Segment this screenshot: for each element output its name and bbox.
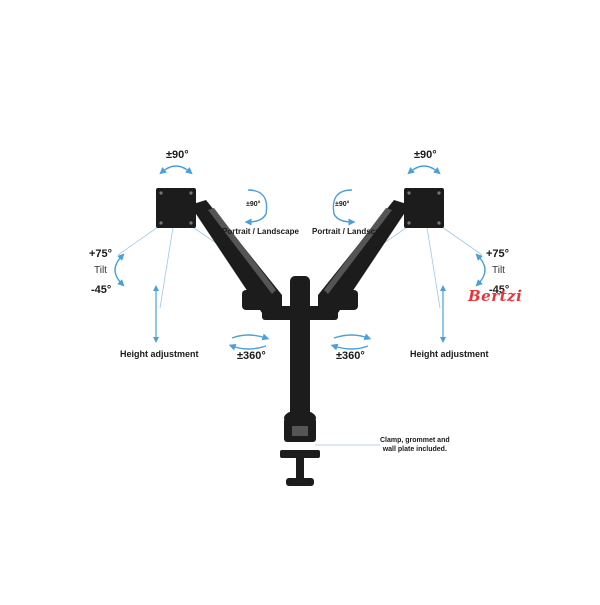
clamp-note: Clamp, grommet and wall plate included. <box>380 436 450 454</box>
clamp-note-line1: Clamp, grommet and <box>380 437 450 444</box>
rotate-label-right: ±90° <box>414 149 437 161</box>
pole <box>290 276 310 426</box>
swivel-arrow-left <box>244 189 268 226</box>
tilt-down-label-right: -45° <box>489 284 510 296</box>
watermark: Bertzi <box>468 287 523 305</box>
vesa-plate-right <box>404 188 444 228</box>
tilt-arrow-left <box>114 253 125 287</box>
tilt-up-label-right: +75° <box>486 248 510 260</box>
vesa-holes <box>159 191 441 225</box>
portrait-landscape-label-left: Portrait / Landscape <box>222 227 299 236</box>
rotate-arrow-right <box>407 165 441 175</box>
rotate360-label-right: ±360° <box>336 350 365 362</box>
tilt-word-left: Tilt <box>94 265 107 276</box>
swivel-arrow-right <box>332 189 356 226</box>
rotate-arrow-left <box>159 165 193 175</box>
rotate-label-left: ±90° <box>166 149 189 161</box>
vesa-plates <box>156 188 444 228</box>
clamp-note-line2: wall plate included. <box>382 446 447 453</box>
tilt-up-label-left: +75° <box>89 248 113 260</box>
arm-left-upper <box>190 200 282 316</box>
mount-arms <box>190 200 410 486</box>
rotate360-arrow-right-bottom <box>330 343 369 351</box>
height-arrows <box>153 285 446 343</box>
swivel-label-left: ±90° <box>246 201 261 208</box>
tilt-arrow-right <box>475 253 486 287</box>
rotate360-label-left: ±360° <box>237 350 266 362</box>
rotate360-arrow-left-top <box>231 333 270 341</box>
height-label-left: Height adjustment <box>120 349 199 359</box>
rotate360-arrow-right-top <box>333 333 372 341</box>
clamp-plate <box>280 450 320 458</box>
rotation-arrows <box>114 165 486 351</box>
arm-highlights <box>208 208 392 436</box>
height-label-right: Height adjustment <box>410 349 489 359</box>
portrait-landscape-label-right: Portrait / Landscape <box>312 227 389 236</box>
tilt-word-right: Tilt <box>492 265 505 276</box>
tilt-down-label-left: -45° <box>91 284 112 296</box>
arm-right-joint <box>334 290 358 310</box>
vesa-plate-left <box>156 188 196 228</box>
clamp-screw <box>296 458 304 480</box>
arm-right-upper <box>318 200 410 316</box>
rotate360-arrow-left-bottom <box>228 343 267 351</box>
arm-left-joint <box>242 290 266 310</box>
swivel-label-right: ±90° <box>335 201 350 208</box>
clamp-knob <box>286 478 314 486</box>
